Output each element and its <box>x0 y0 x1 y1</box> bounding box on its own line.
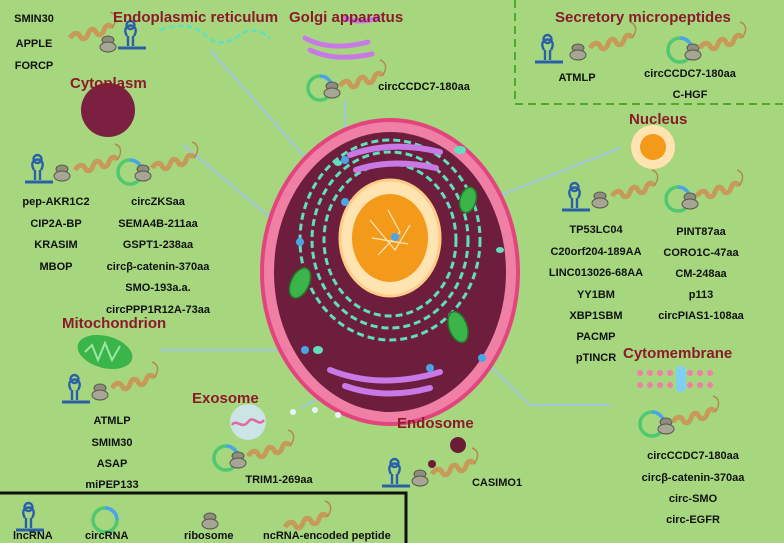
secretory-lncrna-icon <box>533 22 636 64</box>
secretory-circrna-peptide: C-HGF <box>672 89 708 101</box>
er-peptide: FORCP <box>14 60 54 72</box>
legend-circrna-icon <box>91 506 119 534</box>
cytoplasm-lncrna-icon <box>23 144 121 184</box>
mitochondrion-icon <box>77 334 133 370</box>
golgi-icon <box>302 15 381 60</box>
cell <box>260 118 520 426</box>
golgi-peptide: circCCDC7-180aa <box>378 81 470 93</box>
er-icon <box>159 24 271 44</box>
legend-peptide-icon <box>285 501 331 528</box>
cytoplasm-lncrna-peptide: pep-AKR1C2 <box>22 196 90 208</box>
nucleus-lncrna-peptide: LINC013026-68AA <box>548 267 644 279</box>
nucleus-circrna-icon <box>664 170 743 213</box>
cytomembrane-peptide: circ-EGFR <box>666 514 720 526</box>
nucleus-circrna-peptide: PINT87aa <box>676 226 726 238</box>
mitochondrion-peptide: ATMLP <box>93 415 131 427</box>
cytomembrane-peptide: circCCDC7-180aa <box>647 450 739 462</box>
nucleus-circrna-peptide: p113 <box>688 289 714 301</box>
cytoplasm-lncrna-peptide: KRASIM <box>34 239 78 251</box>
title-exosome: Exosome <box>192 390 259 407</box>
cytoplasm-circrna-peptide: SEMA4B-211aa <box>118 218 198 230</box>
cytomembrane-icon <box>637 366 713 392</box>
cytoplasm-circrna-peptide: GSPT1-238aa <box>122 239 194 251</box>
cytoplasm-circrna-peptide: circPPP1R12A-73aa <box>106 304 210 316</box>
title-secretory-micropeptides: Secretory micropeptides <box>555 9 731 26</box>
legend-label-peptide: ncRNA-encoded peptide <box>263 530 391 542</box>
nucleus-lncrna-peptide: C20orf204-189AA <box>550 246 642 258</box>
nucleus-lncrna-peptide: pTINCR <box>575 352 617 364</box>
nucleus-icon <box>631 125 675 169</box>
cytoplasm-lncrna-peptide: MBOP <box>39 261 73 273</box>
endosome-peptide: CASIMO1 <box>471 477 523 489</box>
mitochondrion-peptide: SMIM30 <box>91 437 133 449</box>
cytomembrane-circrna-icon <box>638 396 719 438</box>
nucleus-circrna-peptide: circPIAS1-108aa <box>658 310 744 322</box>
cytomembrane-peptide: circβ-catenin-370aa <box>641 472 745 484</box>
legend-lncrna-icon <box>14 501 46 532</box>
cytoplasm-circrna-peptide: circZKSaa <box>131 196 185 208</box>
title-mitochondrion: Mitochondrion <box>62 315 167 332</box>
cytomembrane-peptide: circ-SMO <box>668 493 718 505</box>
title-golgi-apparatus: Golgi apparatus <box>289 9 404 26</box>
er-peptide: SMIN30 <box>14 13 54 25</box>
cytoplasm-circrna-peptide: SMO-193a.a. <box>125 282 191 294</box>
nucleus-lncrna-peptide: YY1BM <box>577 289 615 301</box>
title-endoplasmic-reticulum: Endoplasmic reticulum <box>113 9 279 26</box>
secretory-lncrna-peptide: ATMLP <box>558 72 596 84</box>
title-cytomembrane: Cytomembrane <box>623 345 733 362</box>
legend-label-circrna: circRNA <box>85 530 129 542</box>
nucleus-circrna-peptide: CM-248aa <box>675 268 727 280</box>
legend-frame <box>0 491 408 543</box>
legend-label-lncrna: lncRNA <box>13 530 53 542</box>
legend-ribosome-icon <box>201 512 219 530</box>
cytoplasm-lncrna-peptide: CIP2A-BP <box>30 218 82 230</box>
mitochondrion-peptide: miPEP133 <box>85 479 139 491</box>
nucleus-lncrna-peptide: TP53LC04 <box>569 224 623 236</box>
nucleus-lncrna-icon <box>560 170 658 212</box>
endosome-icon <box>428 437 466 468</box>
title-endosome: Endosome <box>397 415 474 432</box>
golgi-circrna-icon <box>306 60 386 102</box>
title-cytoplasm: Cytoplasm <box>70 75 147 92</box>
exosome-peptide: TRIM1-269aa <box>245 474 313 486</box>
cytoplasm-circrna-peptide: circβ-catenin-370aa <box>106 261 210 273</box>
er-peptide: APPLE <box>15 38 53 50</box>
secretory-circrna-icon <box>666 22 746 64</box>
nucleus-circrna-peptide: CORO1C-47aa <box>663 247 739 259</box>
nucleus-lncrna-peptide: PACMP <box>576 331 616 343</box>
secretory-circrna-peptide: circCCDC7-180aa <box>644 68 736 80</box>
exosome-icon <box>230 404 341 440</box>
title-nucleus: Nucleus <box>629 111 688 128</box>
cytoplasm-icon <box>81 83 135 137</box>
legend-label-ribosome: ribosome <box>184 530 234 542</box>
nucleus-lncrna-peptide: XBP1SBM <box>569 310 623 322</box>
secretory-box <box>514 0 784 105</box>
mitochondrion-peptide: ASAP <box>96 458 128 470</box>
